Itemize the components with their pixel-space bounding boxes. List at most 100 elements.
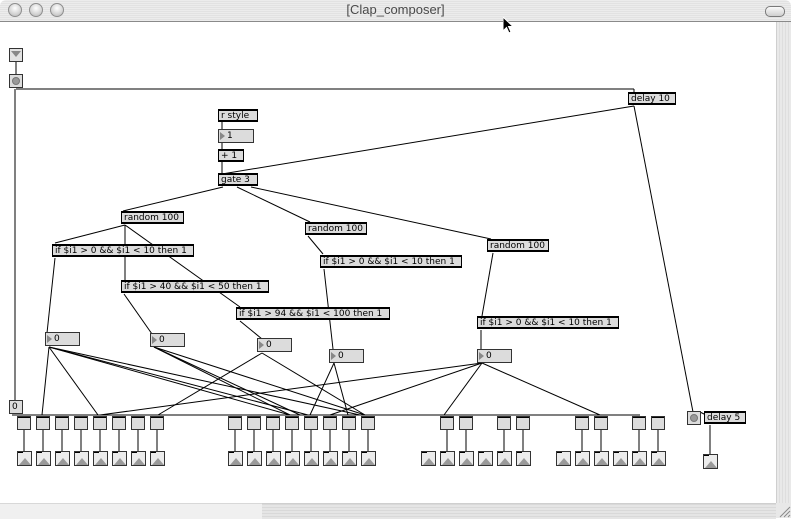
toggle[interactable]	[651, 416, 665, 430]
random-100-object-c[interactable]: random 100	[487, 239, 549, 252]
delay-10-object[interactable]: delay 10	[628, 92, 676, 105]
zoom-button[interactable]	[50, 3, 64, 17]
toggle[interactable]	[266, 416, 280, 430]
toggle[interactable]	[131, 416, 145, 430]
toggle[interactable]	[93, 416, 107, 430]
toggle[interactable]	[497, 416, 511, 430]
delay-5-object[interactable]: delay 5	[704, 411, 746, 424]
toggle[interactable]	[247, 416, 261, 430]
number-box-3[interactable]: 0	[257, 338, 292, 352]
if-object-b1[interactable]: if $i1 > 0 && $i1 < 10 then 1	[320, 255, 462, 268]
patch-cord	[124, 224, 241, 308]
player-icon[interactable]	[651, 451, 666, 466]
player-icon[interactable]	[361, 451, 376, 466]
player-icon[interactable]	[74, 451, 89, 466]
number-triangle-icon	[152, 336, 157, 344]
toggle[interactable]	[112, 416, 126, 430]
bang-button[interactable]	[9, 74, 23, 88]
toggle[interactable]	[632, 416, 646, 430]
resize-grip-icon[interactable]	[776, 503, 791, 518]
toggle[interactable]	[459, 416, 473, 430]
player-icon[interactable]	[440, 451, 455, 466]
horizontal-scroll-thumb[interactable]	[0, 503, 262, 519]
object-label: random 100	[124, 213, 179, 223]
player-icon[interactable]	[93, 451, 108, 466]
player-icon[interactable]	[497, 451, 512, 466]
patch-cord	[481, 362, 601, 416]
toggle[interactable]	[361, 416, 375, 430]
random-100-object-b[interactable]: random 100	[305, 222, 367, 235]
player-icon[interactable]	[112, 451, 127, 466]
toggle[interactable]	[440, 416, 454, 430]
player-icon[interactable]	[285, 451, 300, 466]
player-icon[interactable]	[304, 451, 319, 466]
bang-button-delay[interactable]	[687, 411, 701, 425]
player-icon[interactable]	[228, 451, 243, 466]
player-icon[interactable]	[17, 451, 32, 466]
number-value: 0	[486, 351, 492, 361]
player-icon[interactable]	[703, 454, 718, 469]
patch-cord	[153, 346, 301, 416]
toggle[interactable]	[36, 416, 50, 430]
toggle[interactable]	[575, 416, 589, 430]
object-label: + 1	[221, 151, 238, 161]
toggle[interactable]	[594, 416, 608, 430]
player-icon[interactable]	[323, 451, 338, 466]
player-icon[interactable]	[516, 451, 531, 466]
number-box-5[interactable]: 0	[477, 349, 512, 363]
vertical-scrollbar[interactable]	[776, 22, 791, 503]
player-icon[interactable]	[247, 451, 262, 466]
if-object-a1[interactable]: if $i1 > 0 && $i1 < 10 then 1	[52, 244, 194, 257]
player-icon[interactable]	[632, 451, 647, 466]
patch-cord	[250, 186, 492, 240]
patch-cord	[481, 252, 494, 317]
number-box-1[interactable]: 0	[45, 332, 80, 346]
if-object-c1[interactable]: if $i1 > 0 && $i1 < 10 then 1	[477, 316, 619, 329]
player-icon[interactable]	[55, 451, 70, 466]
toggle[interactable]	[323, 416, 337, 430]
toggle[interactable]	[150, 416, 164, 430]
toolbar-toggle-button[interactable]	[765, 6, 785, 17]
player-icon[interactable]	[478, 451, 493, 466]
object-label: gate 3	[221, 175, 250, 185]
reset-int-box[interactable]: 0	[9, 400, 23, 414]
player-icon[interactable]	[266, 451, 281, 466]
patch-cord	[99, 362, 483, 416]
umenu-icon[interactable]	[9, 48, 23, 62]
toggle[interactable]	[74, 416, 88, 430]
player-icon[interactable]	[150, 451, 165, 466]
number-box-2[interactable]: 0	[150, 333, 185, 347]
toggle[interactable]	[304, 416, 318, 430]
style-number-box[interactable]: 1	[218, 129, 254, 143]
player-icon[interactable]	[131, 451, 146, 466]
toggle[interactable]	[516, 416, 530, 430]
minimize-button[interactable]	[29, 3, 43, 17]
player-icon[interactable]	[459, 451, 474, 466]
object-label: if $i1 > 0 && $i1 < 10 then 1	[480, 318, 612, 328]
plus-one-object[interactable]: + 1	[218, 149, 244, 162]
toggle[interactable]	[17, 416, 31, 430]
number-box-4[interactable]: 0	[329, 349, 364, 363]
player-icon[interactable]	[594, 451, 609, 466]
player-icon[interactable]	[342, 451, 357, 466]
toggle[interactable]	[228, 416, 242, 430]
patch-cord	[633, 105, 694, 413]
random-100-object-a[interactable]: random 100	[121, 211, 184, 224]
if-object-a2[interactable]: if $i1 > 40 && $i1 < 50 then 1	[121, 280, 269, 293]
player-icon[interactable]	[613, 451, 628, 466]
toggle[interactable]	[342, 416, 356, 430]
gate-3-object[interactable]: gate 3	[218, 173, 258, 186]
title-bar: [Clap_composer]	[0, 0, 791, 22]
r-style-object[interactable]: r style	[218, 109, 258, 122]
patch-cord	[48, 346, 99, 416]
player-icon[interactable]	[36, 451, 51, 466]
if-object-a3[interactable]: if $i1 > 94 && $i1 < 100 then 1	[236, 307, 390, 320]
number-triangle-icon	[331, 352, 336, 360]
toggle[interactable]	[285, 416, 299, 430]
close-button[interactable]	[8, 3, 22, 17]
patch-cord	[329, 362, 483, 416]
player-icon[interactable]	[575, 451, 590, 466]
player-icon[interactable]	[556, 451, 571, 466]
player-icon[interactable]	[421, 451, 436, 466]
toggle[interactable]	[55, 416, 69, 430]
